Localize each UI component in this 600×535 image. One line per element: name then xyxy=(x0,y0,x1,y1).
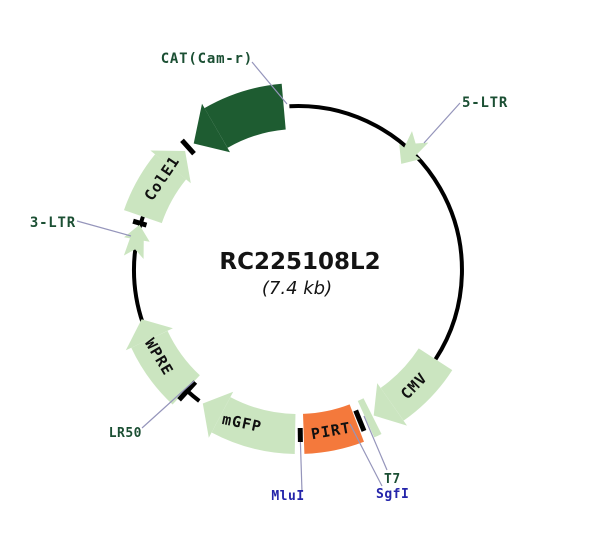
leader-sgfi xyxy=(349,423,383,487)
feature-arrow-ltr3 xyxy=(123,224,150,259)
feature-label-ltr3: 3-LTR xyxy=(30,215,76,231)
backbone-arc-right-top xyxy=(289,103,464,361)
plasmid-size: (7.4 kb) xyxy=(262,278,332,299)
feature-arrowhead-cole1 xyxy=(150,150,191,184)
leader-lines xyxy=(76,61,461,493)
feature-arrowhead-mgfp xyxy=(202,391,234,438)
feature-band-mgfp xyxy=(211,396,296,454)
external-labels: CAT(Cam-r) 5-LTR 3-LTR LR50 MluI SgfI T7 xyxy=(30,51,508,504)
feature-label-t7: T7 xyxy=(384,472,401,487)
leader-ltr5 xyxy=(423,102,461,144)
feature-band-cmv xyxy=(380,347,453,421)
tick-sgfi xyxy=(353,409,367,432)
feature-band-t7 xyxy=(357,398,382,438)
feature-label-cat: CAT(Cam-r) xyxy=(161,51,253,67)
feature-label-ltr5: 5-LTR xyxy=(462,95,508,111)
feature-band-cole1 xyxy=(123,154,187,224)
feature-arrowhead-wpre xyxy=(125,319,173,351)
plasmid-title-group: RC225108L2 (7.4 kb) xyxy=(219,249,380,299)
feature-band-cat xyxy=(204,83,287,149)
site-ticks xyxy=(132,138,367,443)
site-label-sgfi: SgfI xyxy=(376,487,409,502)
tick-cole1-ltr3 xyxy=(132,218,148,228)
leader-t7 xyxy=(363,415,388,471)
feature-band-pirt xyxy=(302,404,364,454)
tick-cat-cole1 xyxy=(180,138,196,156)
feature-arrowhead-cat xyxy=(193,103,230,153)
tick-lr50 xyxy=(177,380,198,402)
feature-arrow-ltr5 xyxy=(399,131,429,164)
ltr-arrows xyxy=(123,131,429,259)
leader-ltr3 xyxy=(76,220,132,237)
feature-arrowhead-cmv xyxy=(373,383,407,426)
feature-band-wpre xyxy=(131,330,201,405)
plasmid-title: RC225108L2 xyxy=(219,249,380,275)
leader-lr50 xyxy=(141,380,195,429)
leader-mlui xyxy=(299,441,303,493)
site-label-mlui: MluI xyxy=(271,489,304,504)
leader-cat xyxy=(251,61,288,105)
site-label-lr50: LR50 xyxy=(109,426,142,441)
